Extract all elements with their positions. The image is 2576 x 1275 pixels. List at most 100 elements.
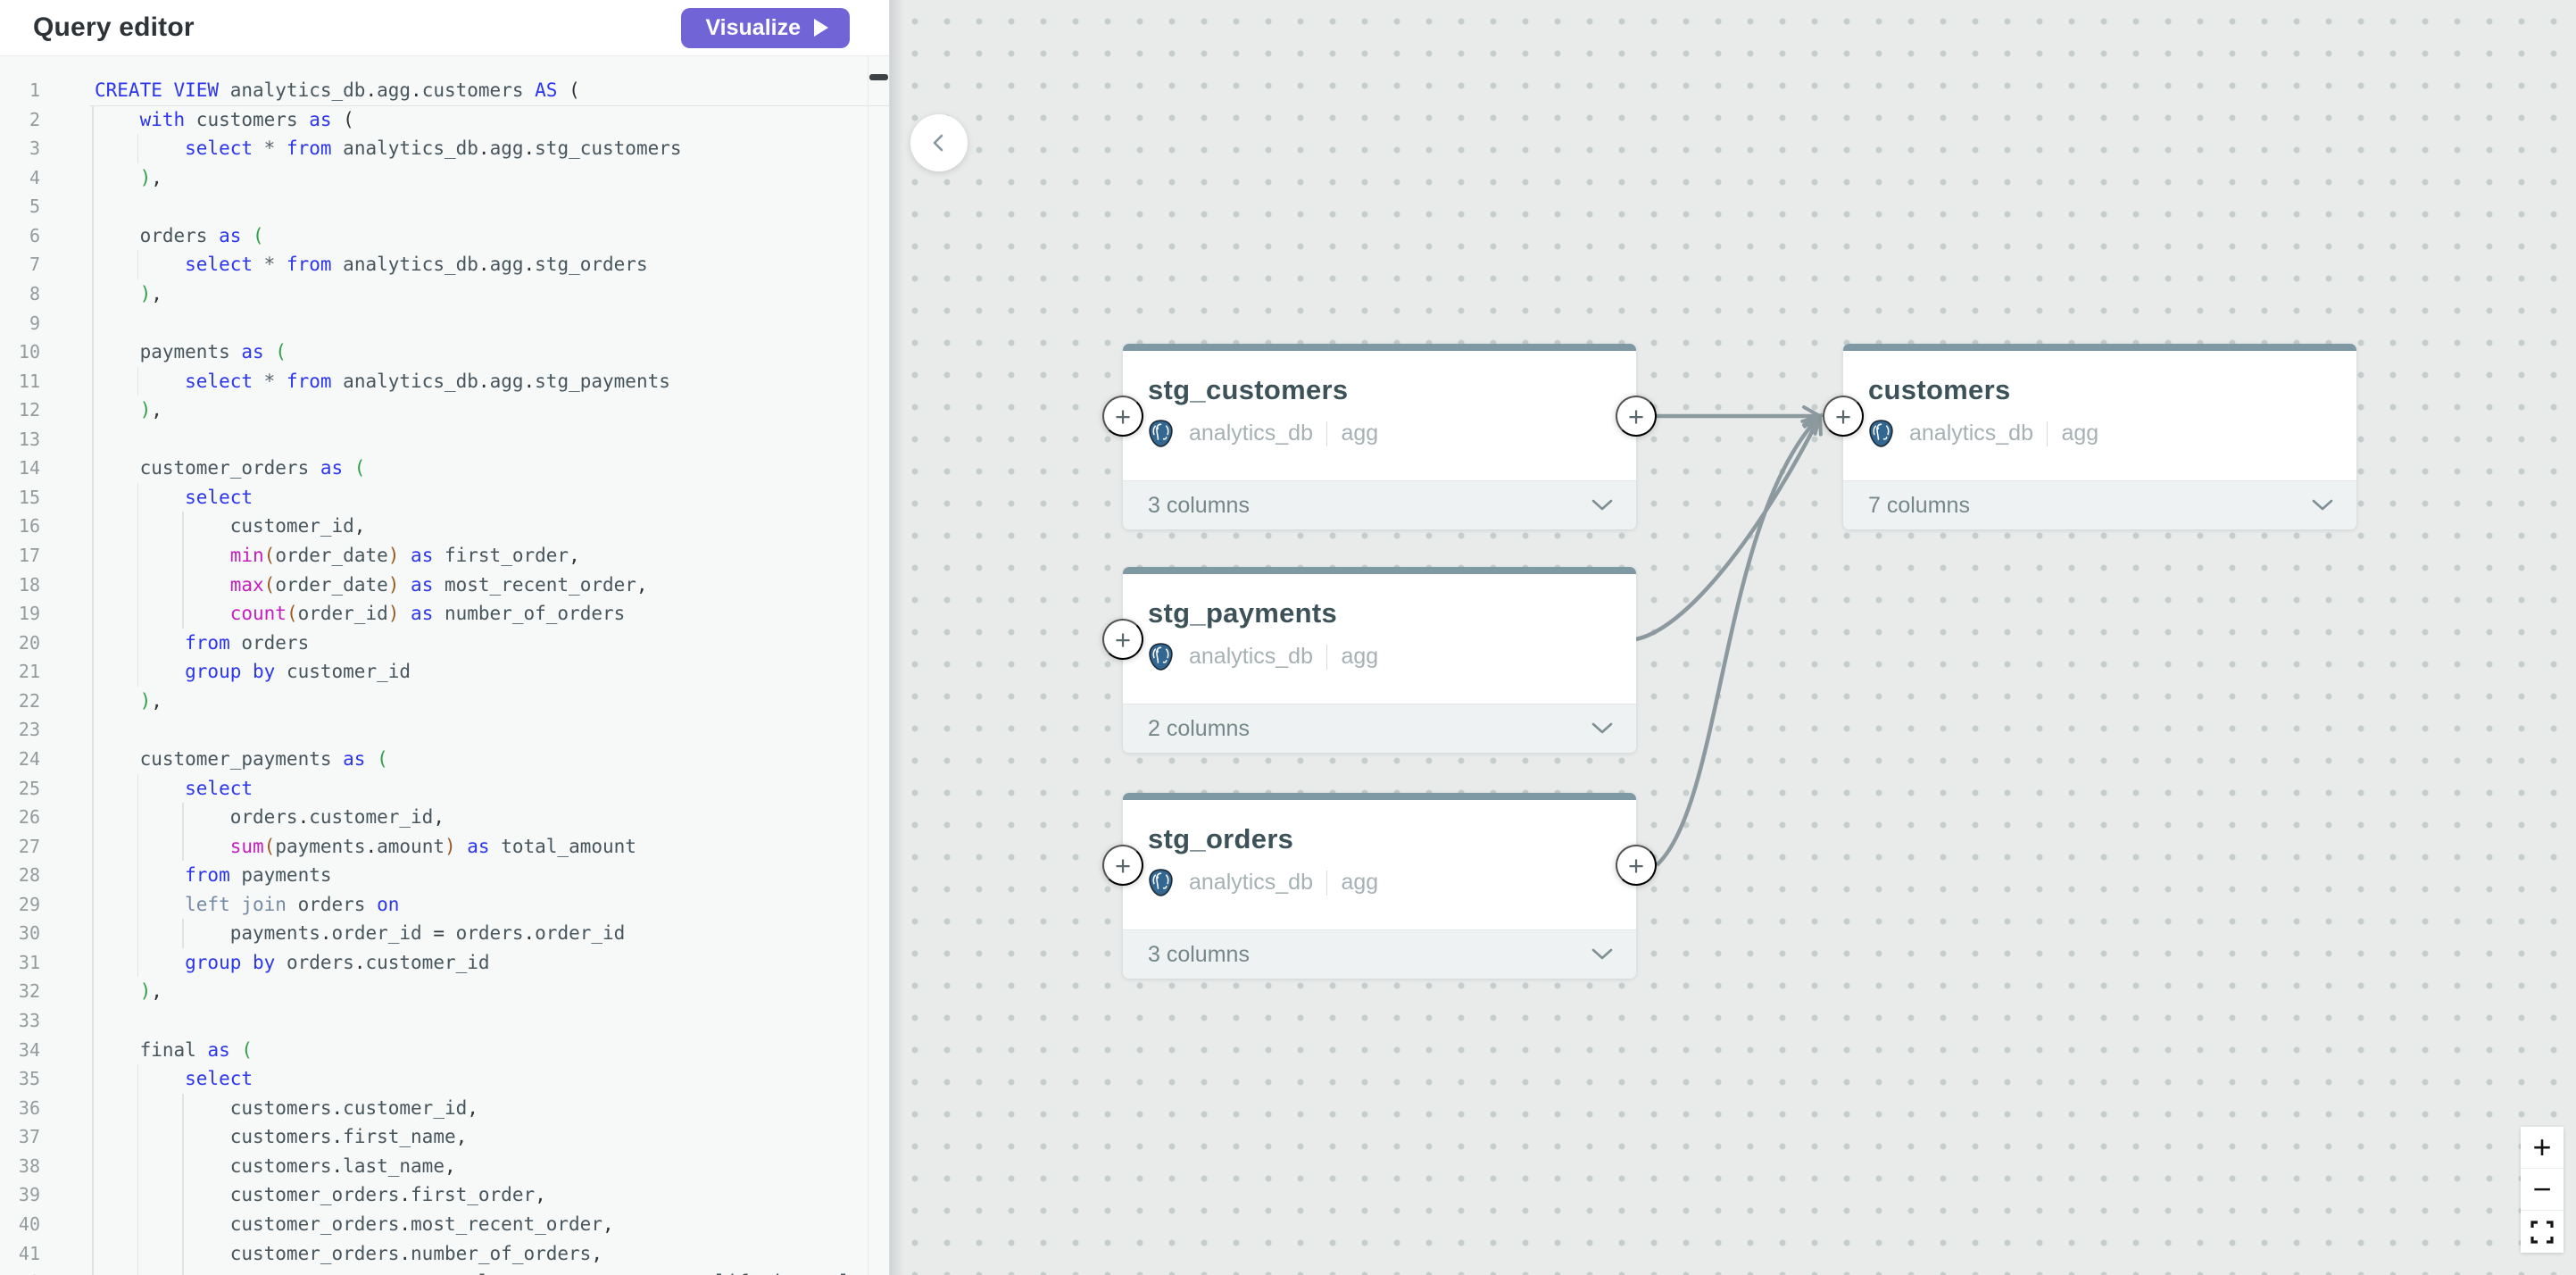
code-line[interactable]: 19 count(order_id) as number_of_orders <box>0 599 889 629</box>
code-line[interactable]: 42 customer_payments.total_amount as cus… <box>0 1268 889 1275</box>
node-columns-toggle[interactable]: 7 columns <box>1843 480 2356 529</box>
code-token: ) <box>95 399 152 421</box>
node-meta: analytics_db agg <box>1146 868 1636 897</box>
code-token: select <box>95 138 253 160</box>
code-line[interactable]: 12 ), <box>0 396 889 425</box>
node-columns-toggle[interactable]: 3 columns <box>1123 929 1636 979</box>
code-line[interactable]: 23 <box>0 715 889 745</box>
code-line[interactable]: 4 ), <box>0 162 889 193</box>
code-line[interactable]: 22 ), <box>0 686 889 716</box>
code-token: min <box>95 545 264 566</box>
code-line[interactable]: 32 ), <box>0 977 889 1006</box>
code-line[interactable]: 7 select * from analytics_db.agg.stg_ord… <box>0 250 889 279</box>
code-line[interactable]: 18 max(order_date) as most_recent_order, <box>0 570 889 600</box>
zoom-in-button[interactable]: + <box>2521 1127 2564 1169</box>
code-token: agg <box>489 138 524 160</box>
table-node-stg_customers[interactable]: stg_customers analytics_db agg 3 columns <box>1123 344 1636 529</box>
code-token: as <box>399 603 434 625</box>
node-schema: agg <box>2061 421 2099 446</box>
edge-stg_payments-to-customers[interactable] <box>1635 412 1823 642</box>
node-title: stg_customers <box>1148 374 1349 405</box>
line-number: 19 <box>18 603 40 625</box>
code-line[interactable]: 25 select <box>0 773 889 804</box>
code-line[interactable]: 35 select <box>0 1064 889 1094</box>
code-line[interactable]: 28 from payments <box>0 861 889 890</box>
code-line[interactable]: 16 customer_id, <box>0 512 889 541</box>
code-line[interactable]: 11 select * from analytics_db.agg.stg_pa… <box>0 366 889 396</box>
add-left-port-customers[interactable]: + <box>1823 396 1864 437</box>
code-line[interactable]: 26 orders.customer_id, <box>0 803 889 832</box>
add-right-port-stg_orders[interactable]: + <box>1616 845 1657 886</box>
code-line[interactable]: 17 min(order_date) as first_order, <box>0 541 889 571</box>
code-token: customers <box>95 1126 332 1148</box>
node-database: analytics_db <box>1189 421 1313 446</box>
fit-view-button[interactable] <box>2521 1211 2564 1253</box>
table-node-stg_orders[interactable]: stg_orders analytics_db agg 3 columns <box>1123 793 1636 979</box>
code-line[interactable]: 14 customer_orders as ( <box>0 454 889 483</box>
code-line[interactable]: 39 customer_orders.first_order, <box>0 1180 889 1210</box>
code-line[interactable]: 15 select <box>0 482 889 512</box>
code-line[interactable]: 13 <box>0 424 889 454</box>
code-line[interactable]: 36 customers.customer_id, <box>0 1093 889 1123</box>
code-token: agg <box>489 254 524 276</box>
indent-guide <box>182 1268 184 1275</box>
line-number: 17 <box>18 545 40 566</box>
code-token: customer_payments <box>95 1271 422 1275</box>
code-line[interactable]: 40 customer_orders.most_recent_order, <box>0 1209 889 1239</box>
code-line[interactable]: 9 <box>0 308 889 338</box>
code-token: customers <box>185 108 298 130</box>
code-line[interactable]: 37 customers.first_name, <box>0 1122 889 1152</box>
edge-stg_orders-to-customers[interactable] <box>1655 413 1823 867</box>
code-token: ( <box>263 341 287 363</box>
chevron-down-icon <box>1591 948 1613 961</box>
indent-guide <box>92 1180 94 1210</box>
play-icon <box>814 19 828 37</box>
add-left-port-stg_payments[interactable]: + <box>1102 619 1143 660</box>
code-line[interactable]: 38 customers.last_name, <box>0 1151 889 1181</box>
node-columns-toggle[interactable]: 2 columns <box>1123 704 1636 753</box>
add-right-port-stg_customers[interactable]: + <box>1616 396 1657 437</box>
code-line[interactable]: 27 sum(payments.amount) as total_amount <box>0 831 889 862</box>
node-columns-label: 3 columns <box>1148 941 1250 967</box>
code-token: analytics_db <box>331 138 478 160</box>
code-line[interactable]: 29 left join orders on <box>0 889 889 920</box>
code-token: first_order <box>433 545 569 566</box>
table-node-customers[interactable]: customers analytics_db agg 7 columns <box>1843 344 2356 529</box>
indent-guide <box>137 861 139 890</box>
editor-scrollbar-thumb[interactable] <box>869 74 888 80</box>
code-line[interactable]: 10 payments as ( <box>0 338 889 367</box>
add-left-port-stg_orders[interactable]: + <box>1102 845 1143 886</box>
meta-divider <box>2046 421 2048 446</box>
code-line[interactable]: 24 customer_payments as ( <box>0 744 889 774</box>
code-line[interactable]: 34 final as ( <box>0 1035 889 1065</box>
code-line[interactable]: 2 with customers as ( <box>0 104 889 135</box>
indent-guide <box>92 744 94 774</box>
code-line[interactable]: 31 group by orders.customer_id <box>0 947 889 978</box>
indent-guide <box>92 512 94 541</box>
table-node-stg_payments[interactable]: stg_payments analytics_db agg 2 columns <box>1123 567 1636 753</box>
code-token: customer_orders <box>95 457 310 479</box>
code-line[interactable]: 21 group by customer_id <box>0 657 889 687</box>
code-token: as <box>297 108 332 130</box>
code-token: customer_payments <box>95 747 332 770</box>
code-token: as <box>569 1271 602 1275</box>
code-line[interactable]: 3 select * from analytics_db.agg.stg_cus… <box>0 134 889 163</box>
code-token: stg_orders <box>535 254 648 276</box>
code-line[interactable]: 33 <box>0 1006 889 1036</box>
add-left-port-stg_customers[interactable]: + <box>1102 396 1143 437</box>
lineage-canvas[interactable]: stg_customers analytics_db agg 3 columns… <box>889 0 2576 1275</box>
code-line[interactable]: 5 <box>0 192 889 221</box>
code-line[interactable]: 41 customer_orders.number_of_orders, <box>0 1238 889 1269</box>
code-line[interactable]: 20 from orders <box>0 628 889 658</box>
zoom-out-button[interactable]: − <box>2521 1169 2564 1211</box>
indent-guide <box>137 599 139 629</box>
code-line[interactable]: 30 payments.order_id = orders.order_id <box>0 919 889 948</box>
line-number: 15 <box>18 486 40 508</box>
code-line[interactable]: 6 orders as ( <box>0 221 889 251</box>
visualize-button[interactable]: Visualize <box>681 7 850 48</box>
collapse-panel-button[interactable] <box>910 114 968 171</box>
node-columns-toggle[interactable]: 3 columns <box>1123 480 1636 529</box>
code-line[interactable]: 8 ), <box>0 279 889 309</box>
